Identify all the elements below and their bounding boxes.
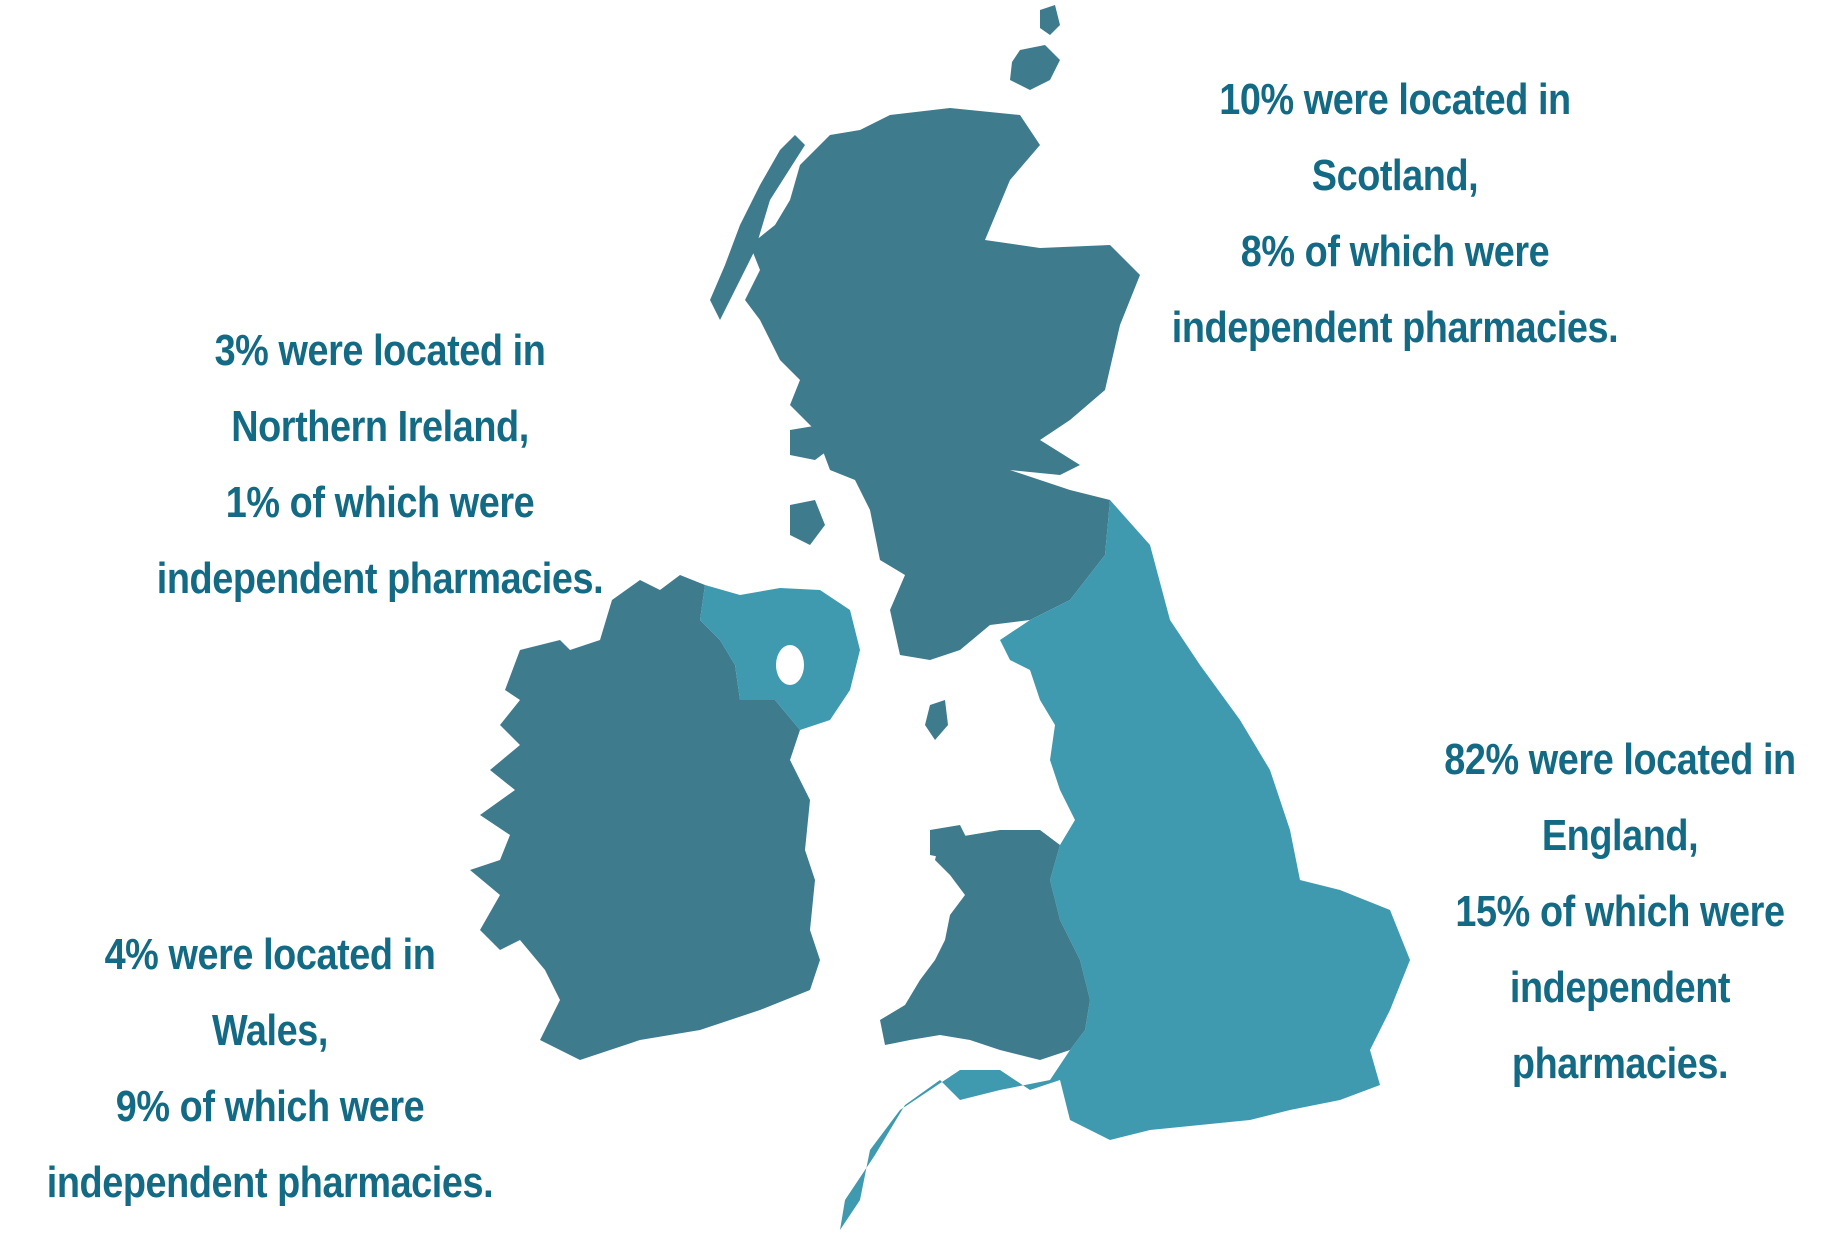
label-northern-ireland: 3% were located in Northern Ireland, 1% … bbox=[122, 313, 638, 617]
shetland bbox=[1040, 5, 1060, 35]
ni-line-3: 1% of which were bbox=[225, 478, 535, 527]
england-line-2: England, bbox=[1541, 811, 1699, 860]
wales-line-2: Wales, bbox=[212, 1006, 328, 1055]
england-line-1: 82% were located in bbox=[1444, 735, 1796, 784]
scotland-line-3: 8% of which were bbox=[1240, 227, 1550, 276]
ni-line-1: 3% were located in bbox=[214, 326, 546, 375]
wales-line-3: 9% of which were bbox=[115, 1082, 425, 1131]
region-scotland bbox=[745, 108, 1140, 660]
label-scotland: 10% were located in Scotland, 8% of whic… bbox=[1137, 62, 1653, 366]
england-line-3: 15% of which were bbox=[1455, 887, 1785, 936]
label-england: 82% were located in England, 15% of whic… bbox=[1362, 722, 1831, 1102]
scotland-line-4: independent pharmacies. bbox=[1171, 303, 1619, 352]
isle-of-man bbox=[925, 700, 948, 740]
scotland-line-1: 10% were located in bbox=[1219, 75, 1571, 124]
england-line-4: independent bbox=[1509, 963, 1731, 1012]
ni-line-4: independent pharmacies. bbox=[156, 554, 604, 603]
ni-line-2: Northern Ireland, bbox=[231, 402, 529, 451]
anglesey bbox=[930, 825, 970, 860]
lough-neagh bbox=[776, 645, 804, 685]
label-wales: 4% were located in Wales, 9% of which we… bbox=[12, 917, 528, 1221]
orkney bbox=[1010, 45, 1060, 90]
scotland-line-2: Scotland, bbox=[1311, 151, 1479, 200]
outer-hebrides bbox=[710, 135, 805, 320]
region-wales bbox=[880, 830, 1090, 1060]
region-republic-of-ireland bbox=[470, 575, 820, 1060]
region-england bbox=[840, 500, 1410, 1230]
isle-of-mull bbox=[790, 425, 835, 460]
wales-line-1: 4% were located in bbox=[104, 930, 436, 979]
england-line-5: pharmacies. bbox=[1511, 1039, 1729, 1088]
wales-line-4: independent pharmacies. bbox=[46, 1158, 494, 1207]
islay bbox=[790, 500, 825, 545]
